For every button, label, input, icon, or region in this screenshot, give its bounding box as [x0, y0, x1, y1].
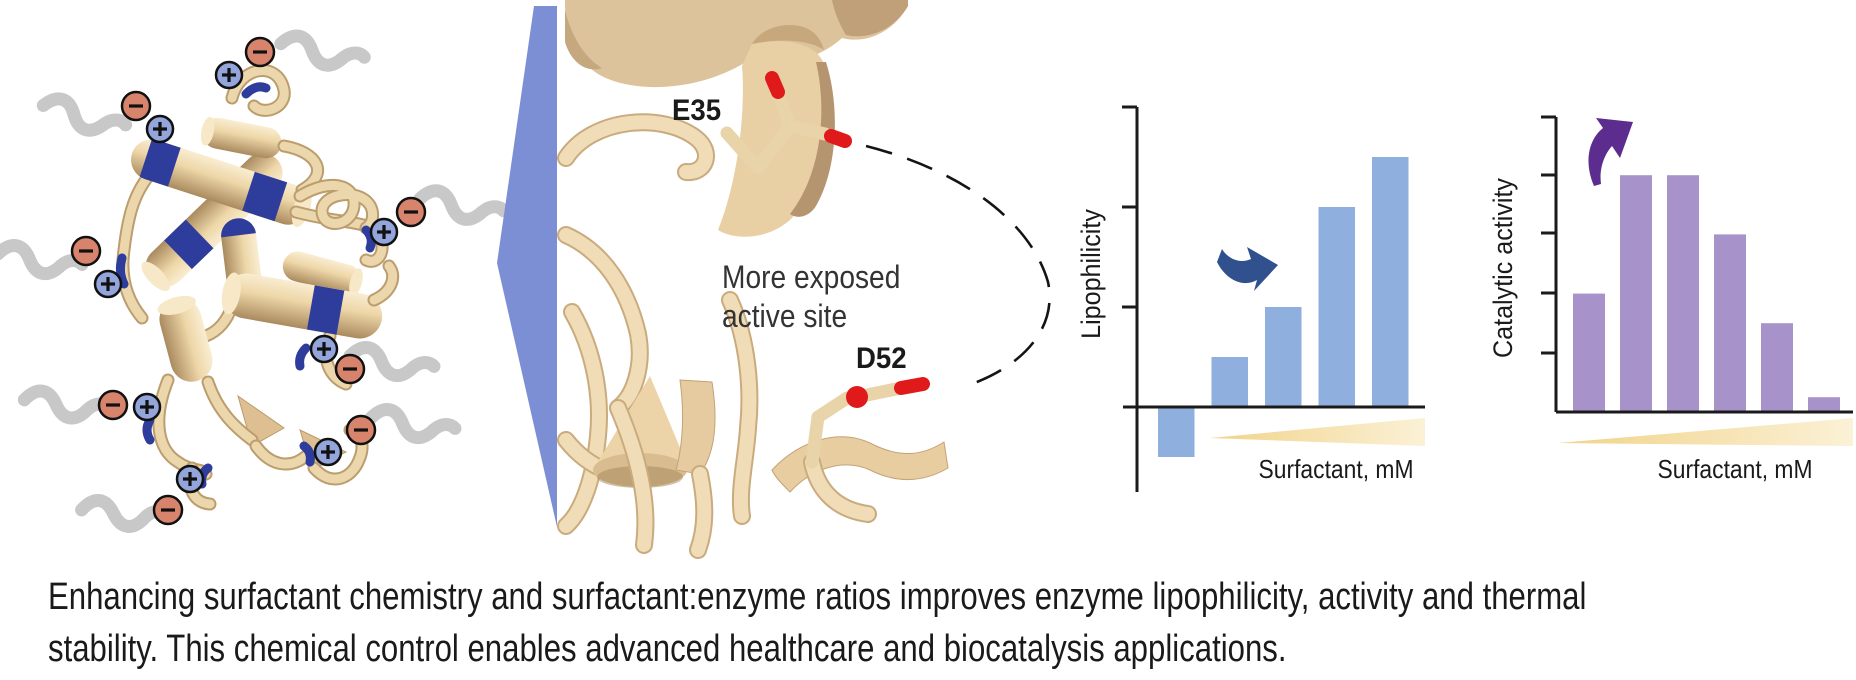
bar — [1620, 175, 1652, 412]
bar — [1265, 307, 1302, 407]
cartoon-ribbon-wave — [771, 436, 949, 493]
bar — [1808, 397, 1840, 412]
helix-cylinder — [221, 272, 383, 339]
bar — [1318, 207, 1355, 407]
charged-residue-mark — [115, 253, 129, 289]
lipophilicity-bars — [1158, 157, 1409, 457]
surfactant-tail-icon — [274, 29, 371, 72]
increase-arrow-icon — [1217, 247, 1278, 291]
chart1-xlabel: Surfactant, mM — [1258, 456, 1413, 485]
protein-loop — [227, 65, 289, 115]
surfactant-gradient-wedge-icon — [1210, 418, 1425, 446]
chart2-ylabel: Catalytic activity — [1487, 178, 1518, 358]
residue-label-e35: E35 — [672, 94, 721, 127]
boost-arrow-icon — [1588, 118, 1633, 186]
chart1-ylabel: Lipophilicity — [1075, 209, 1106, 339]
bar — [1714, 234, 1746, 412]
helix-cylinder — [157, 295, 213, 382]
cartoon-slab-shadow — [565, 10, 602, 70]
catalytic-activity-chart: Catalytic activity Surfactant, mM — [1487, 115, 1853, 485]
y-axis-ticks — [1122, 105, 1137, 309]
surfactant-tail-icon — [17, 384, 116, 425]
protein-loop — [251, 441, 311, 469]
helix-band — [306, 285, 345, 335]
surfactant-tail-icon — [0, 239, 89, 281]
negative-charge-icon — [395, 196, 427, 228]
helix-cylinders — [131, 116, 383, 382]
charged-residue-mark — [142, 415, 155, 445]
protein-loop — [295, 180, 378, 233]
surfactant-tail-icon — [413, 184, 511, 226]
positive-charge-icon — [145, 114, 175, 144]
d52-sidechain — [805, 377, 930, 469]
residue-label-d52: D52 — [856, 342, 907, 375]
positive-charge-icon — [313, 437, 343, 467]
cartoon-slab-shadow — [832, 0, 908, 37]
surfactant-gradient-wedge-icon — [1558, 418, 1853, 446]
negative-charge-icon — [70, 235, 102, 267]
y-axis-ticks — [1541, 115, 1556, 355]
protein-loop — [118, 167, 157, 323]
charged-residue-mark — [295, 343, 311, 371]
surfactant-tail-icon — [36, 92, 133, 137]
helix-cap — [141, 261, 170, 291]
positive-charge-icon — [132, 392, 162, 422]
linking-dashed-arc — [865, 144, 1051, 388]
cartoon-slab — [565, 0, 908, 88]
helix-band — [164, 219, 214, 270]
surfactant-tail-icon — [364, 403, 462, 445]
helix-cap — [221, 272, 241, 315]
bar — [1158, 407, 1195, 457]
protein-overview-panel — [0, 29, 511, 533]
bar — [1372, 157, 1409, 407]
cartoon-cone — [594, 376, 686, 468]
bar — [1761, 323, 1793, 412]
active-site-annotation-line2: active site — [722, 299, 847, 334]
charged-residue-mark — [361, 225, 376, 253]
surfactant-tail-icon — [343, 341, 441, 383]
protein-loop — [203, 377, 257, 445]
positive-charge-icon — [175, 464, 205, 494]
charge-pairs — [70, 36, 427, 526]
helix-cap — [349, 268, 363, 296]
negative-charge-icon — [334, 353, 366, 385]
helix-cap — [157, 295, 196, 316]
caption-line-2: stability. This chemical control enables… — [48, 628, 1287, 670]
negative-charge-icon — [345, 414, 377, 446]
bar — [1667, 175, 1699, 412]
activity-bars — [1573, 175, 1840, 412]
magnifier-wedge-icon — [497, 6, 557, 527]
bar — [1211, 357, 1248, 407]
surfactant-tail-icon — [75, 494, 173, 533]
positive-charge-icon — [214, 60, 244, 90]
cartoon-sheet-edge — [790, 62, 835, 217]
positive-charge-icon — [309, 334, 339, 364]
positive-charge-icon — [93, 269, 123, 299]
active-site-annotation-line1: More exposed — [722, 260, 900, 295]
negative-charge-icon — [244, 36, 276, 68]
cartoon-sheet-curl — [752, 24, 824, 50]
caption-line-1: Enhancing surfactant chemistry and surfa… — [48, 576, 1586, 618]
positive-charge-icon — [369, 217, 399, 247]
helix-band — [139, 138, 181, 187]
middle-loops-front — [609, 399, 877, 559]
negative-charge-icon — [152, 494, 184, 526]
surfactant-tails — [0, 29, 511, 533]
helix-cap — [200, 116, 215, 146]
oxygen-tip-icon — [846, 386, 868, 408]
lipophilicity-chart: Lipophilicity Surfactant, mM — [1075, 105, 1425, 492]
cartoon-strand — [675, 379, 716, 475]
charged-residue-mark — [299, 441, 315, 467]
e35-sidechain — [720, 71, 852, 175]
negative-charge-icon — [97, 389, 129, 421]
negative-charge-icon — [120, 90, 152, 122]
charged-residue-mark — [241, 82, 271, 99]
bar — [1573, 293, 1605, 412]
helix-cylinder — [282, 251, 363, 296]
protein-loop — [369, 261, 398, 305]
helix-band — [242, 171, 288, 222]
chart2-xlabel: Surfactant, mM — [1657, 456, 1812, 485]
active-site-panel — [557, 0, 949, 559]
helix-cylinder — [200, 116, 282, 159]
